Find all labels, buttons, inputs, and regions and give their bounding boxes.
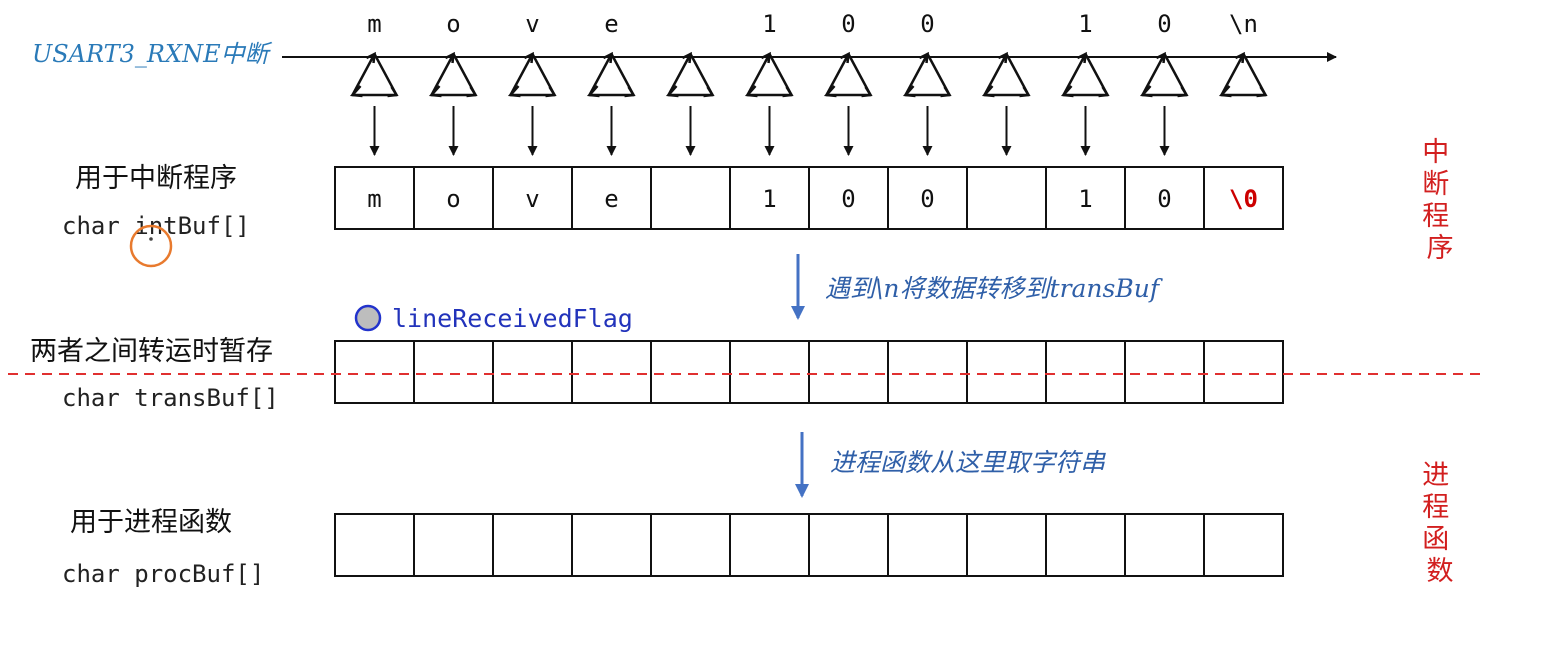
buffer-cell-char: 0 [1157,185,1171,213]
buffer-cell [492,340,573,404]
transbuf-array [334,340,1284,404]
received-char: 0 [920,10,934,38]
buffer-cell [966,340,1047,404]
received-char: \n [1229,10,1258,38]
received-char: 0 [1157,10,1171,38]
buffer-cell [492,513,573,577]
buffer-cell [1124,340,1205,404]
received-char: e [604,10,618,38]
buffer-cell [966,166,1047,230]
buffer-cell [571,166,652,230]
buffer-cell [1203,513,1284,577]
buffer-cell [334,340,415,404]
interrupt-trigger-icon [902,51,952,98]
received-char: v [525,10,539,38]
buffer-cell [413,340,494,404]
intbuf-desc: 用于中断程序 [75,163,237,194]
buffer-cell-char: e [604,185,618,213]
received-char: m [367,10,381,38]
interrupt-trigger-icon [1139,51,1189,98]
side-label-process: 进 程 函 数 [1422,460,1458,587]
fetch-note: 进程函数从这里取字符串 [830,448,1106,477]
transbuf-code: char transBuf[] [62,384,279,412]
buffer-cell [808,166,889,230]
interrupt-trigger-icon [428,51,478,98]
line-received-flag: lineReceivedFlag [354,304,633,333]
buffer-cell-char: o [446,185,460,213]
buffer-cell [1045,340,1126,404]
buffer-cell [334,513,415,577]
interrupt-trigger-icon [981,51,1031,98]
buffer-cell-char: m [367,185,381,213]
interrupt-trigger-icon [1218,51,1268,98]
buffer-cell-char: 1 [1078,185,1092,213]
buffer-cell [571,513,652,577]
interrupt-triggers [349,51,1268,98]
buffer-cell [1203,166,1284,230]
buffer-cell [966,513,1047,577]
buffer-cell [650,166,731,230]
flag-indicator [354,304,382,332]
received-char: o [446,10,460,38]
buffer-cell [1045,166,1126,230]
buffer-cell [650,513,731,577]
buffer-cell [1203,340,1284,404]
received-char: 1 [762,10,776,38]
buffer-cell-char: 1 [762,185,776,213]
procbuf-array [334,513,1284,577]
buffer-cell [887,513,968,577]
buffer-cell [729,340,810,404]
buffer-cell-char: 0 [920,185,934,213]
cursor-marker [129,224,173,268]
buffer-cell [413,513,494,577]
interrupt-trigger-icon [586,51,636,98]
buffer-cell [729,513,810,577]
procbuf-desc: 用于进程函数 [70,507,232,538]
received-char: 0 [841,10,855,38]
interrupt-trigger-icon [349,51,399,98]
buffer-cell [571,340,652,404]
transfer-note: 遇到\n将数据转移到transBuf [825,274,1163,303]
buffer-cell [808,340,889,404]
interrupt-trigger-icon [507,51,557,98]
received-chars: m o v e 1 0 0 1 0 \n [367,10,1258,38]
side-label-interrupt: 中 断 程 序 [1422,137,1458,264]
interrupt-trigger-icon [823,51,873,98]
interrupt-trigger-icon [665,51,715,98]
interrupt-trigger-icon [744,51,794,98]
procbuf-code: char procBuf[] [62,560,264,588]
buffer-cell [808,513,889,577]
flag-label: lineReceivedFlag [392,304,633,333]
received-char: 1 [1078,10,1092,38]
char-store-arrows [369,106,1170,156]
intbuf-array: m o v e 1 0 0 1 0 \0 [334,166,1284,230]
transbuf-desc: 两者之间转运时暂存 [30,336,273,367]
interrupt-label: USART3_RXNE中断 [32,40,273,68]
buffer-cell-char: v [525,185,539,213]
buffer-cell-char: 0 [841,185,855,213]
buffer-cell [887,340,968,404]
interrupt-trigger-icon [1060,51,1110,98]
buffer-cell [1045,513,1126,577]
buffer-cell [1124,513,1205,577]
buffer-cell [413,166,494,230]
null-terminator: \0 [1229,185,1258,213]
buffer-cell [650,340,731,404]
